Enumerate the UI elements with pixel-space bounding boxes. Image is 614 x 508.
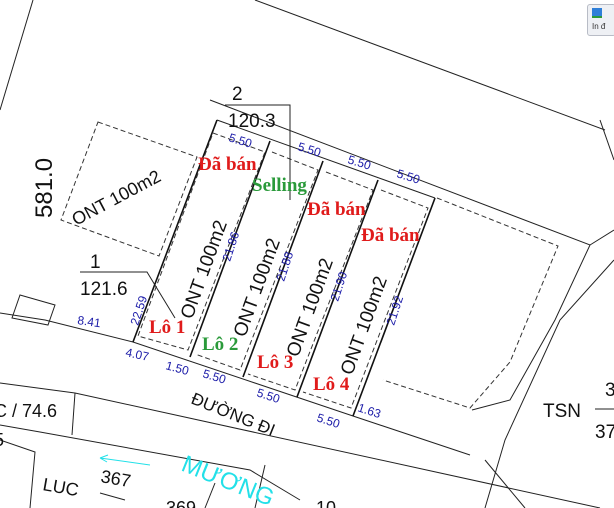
lot-4-depth: 21.92 [384,294,407,327]
lot-3-status: Đã bán [307,199,366,220]
dimension-8-41: 8.41 [77,313,102,330]
parcel-369: 369 [166,498,196,508]
lot-1-name: Lô 1 [149,317,185,338]
canal-arrow [99,454,151,466]
lot-2-name: Lô 2 [202,334,238,355]
parcel-right-boundary [382,197,559,409]
print-toolbar-button[interactable]: In đ [587,4,614,36]
lot-4-back: 5.50 [395,166,422,186]
parcel-2-area: 120.3 [228,111,276,132]
parcel-area-581: 581.0 [31,158,58,218]
lot-lines [132,119,436,417]
lot-2-status: Selling [252,175,307,196]
luc-number: 367 [99,466,132,491]
dimension-22-59: 22.59 [128,294,151,327]
leader-parcel-2 [225,104,291,200]
lot-1-land-use: ONT 100m2 [177,218,232,322]
print-icon [592,8,602,18]
parcel-581-boundary [60,121,198,257]
lot-3-name: Lô 3 [257,352,293,373]
lot-1-back: 5.50 [227,130,254,150]
tsn-area: 37 [595,422,614,443]
dimension-1-63: 1.63 [356,401,383,422]
parcel-1-area: 121.6 [80,279,128,300]
parcel-left-partial-2: 5 [0,430,4,450]
lot-3-back: 5.50 [346,152,373,172]
tsn-label: TSN [543,401,581,422]
parcel-2-number: 2 [232,84,243,105]
lot-4-name: Lô 4 [313,374,350,395]
dimension-4-07: 4.07 [124,345,150,364]
parcel-10: 10 [316,498,336,508]
lot-2-back: 5.50 [296,139,323,159]
leader-parcel-1 [80,271,176,319]
parcel-left-partial: C / 74.6 [0,401,57,421]
dimension-1-50: 1.50 [164,358,190,378]
luc-label: LUC [41,474,80,500]
parcel-1-number: 1 [90,252,101,273]
tsn-number: 3 [605,380,614,401]
lot-2-front: 5.50 [201,366,228,386]
lot-4-front: 5.50 [315,411,342,432]
parcel-land-use: ONT 100m2 [68,166,164,230]
lot-1-status: Đã bán [198,154,257,175]
print-label: In đ [592,22,606,31]
lot-3-front: 5.50 [255,386,282,407]
lot-4-status: Đã bán [361,225,420,246]
